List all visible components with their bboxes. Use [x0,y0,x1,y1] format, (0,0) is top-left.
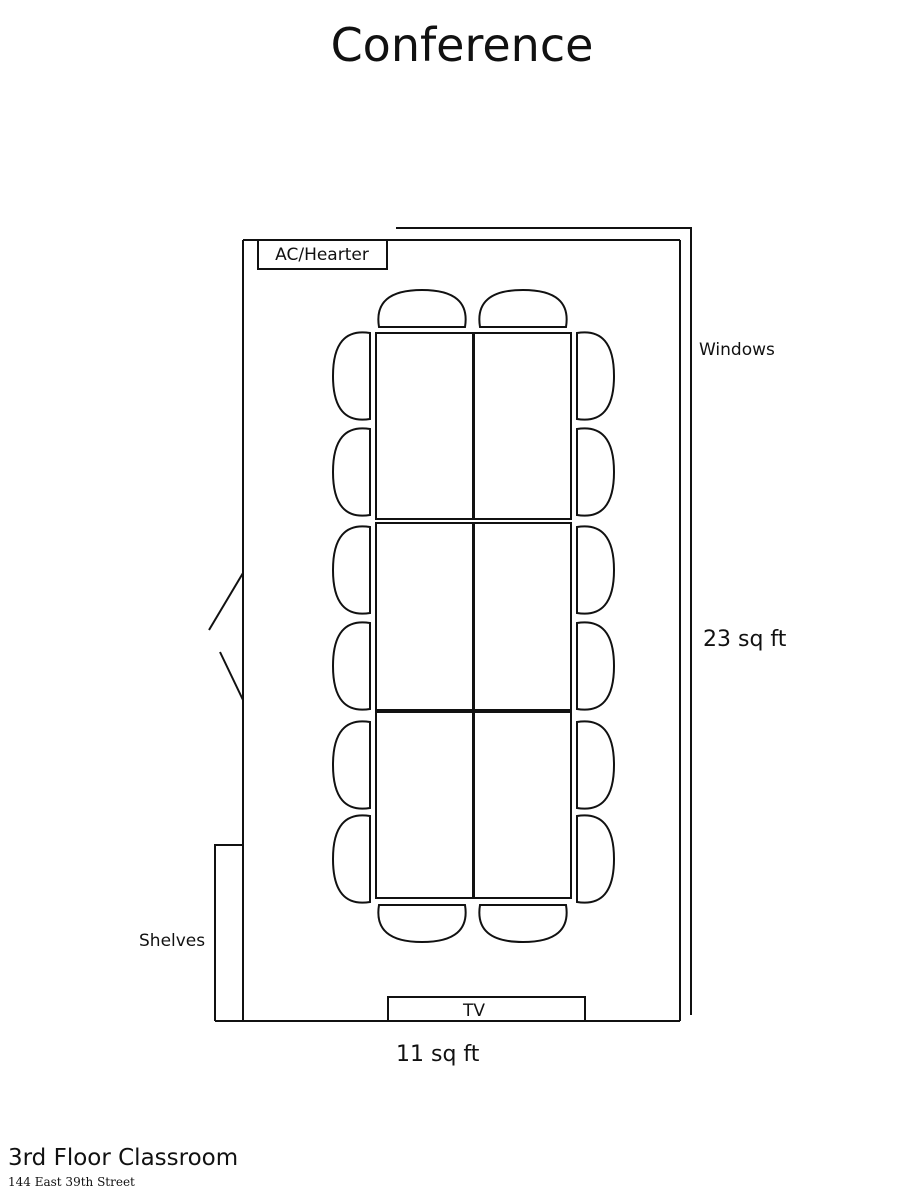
width-label: 11 sq ft [396,1042,480,1067]
shelves-label: Shelves [139,931,206,951]
chair [331,427,371,517]
chair [377,288,467,328]
chair [576,427,616,517]
chair [576,525,616,615]
chair [478,904,568,944]
room-address: 144 East 39th Street [8,1175,135,1189]
chair [331,720,371,810]
chair [331,814,371,904]
chair [331,621,371,711]
tv-label: TV [462,1001,485,1021]
ac-heater-unit: AC/Hearter [257,239,388,270]
chair [576,621,616,711]
diagram-title: Conference [330,18,594,72]
tv-unit: TV [387,996,586,1022]
windows-label: Windows [699,340,775,360]
table [375,522,474,711]
tables [375,332,572,899]
chair [331,525,371,615]
table [473,711,572,899]
length-label: 23 sq ft [703,627,787,652]
table [473,332,572,520]
chairs [331,288,616,944]
room-name: 3rd Floor Classroom [8,1145,239,1171]
chair [377,904,467,944]
chair [576,720,616,810]
chair [331,331,371,421]
ac-heater-label: AC/Hearter [275,245,369,265]
chair [478,288,568,328]
windows-line [396,227,692,1015]
table [375,332,474,520]
chair [576,814,616,904]
table [473,522,572,711]
shelves-outline [214,844,243,1021]
table [375,711,474,899]
door [208,572,244,701]
chair [576,331,616,421]
